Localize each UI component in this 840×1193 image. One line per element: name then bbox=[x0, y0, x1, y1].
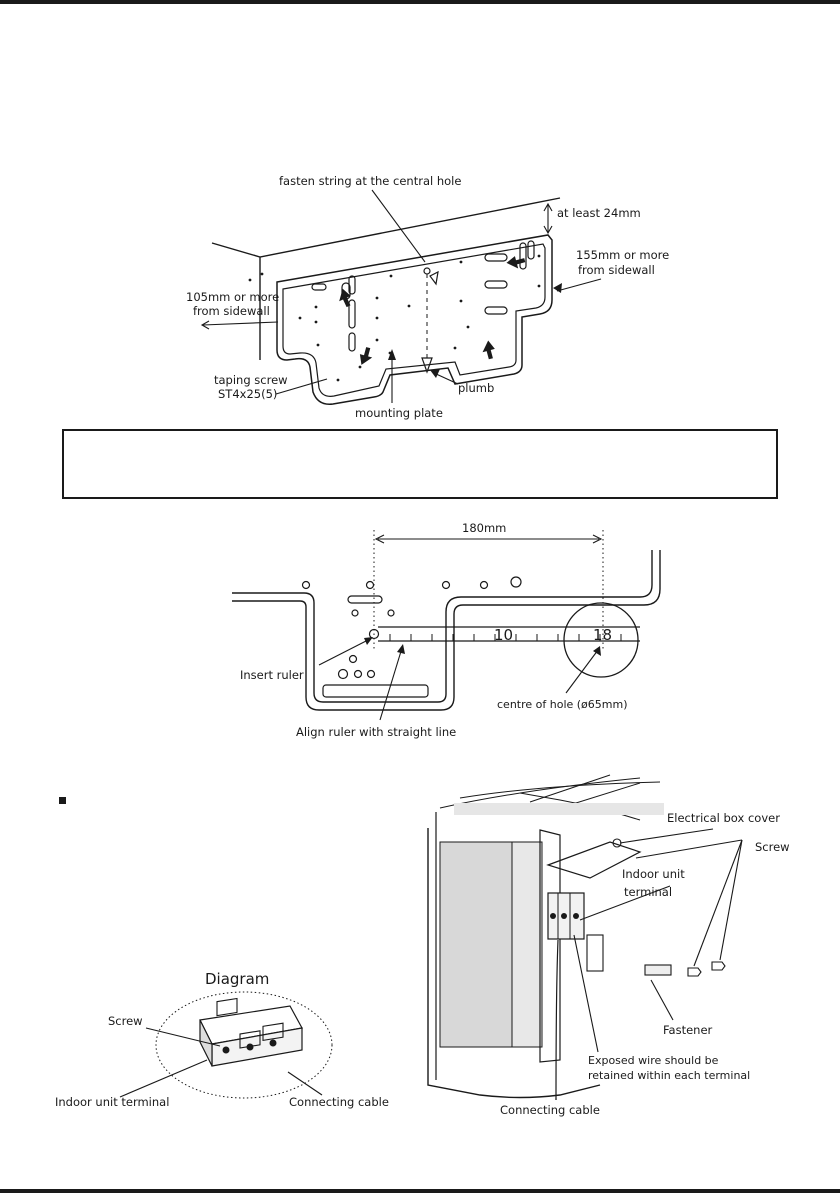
electrical-box-cover bbox=[546, 841, 642, 879]
terminal-block-detail bbox=[199, 997, 303, 1067]
terminal-block bbox=[547, 892, 585, 940]
diagram-screw-label: Screw bbox=[108, 1014, 143, 1028]
screws bbox=[612, 838, 726, 977]
diagram-title: Diagram bbox=[205, 970, 269, 988]
plate-holes bbox=[248, 254, 541, 382]
connecting-cable-label: Connecting cable bbox=[500, 1103, 600, 1117]
cable bbox=[555, 939, 559, 1101]
terminal-diagram: Diagram Screw Indoor unit terminal Conne… bbox=[55, 970, 389, 1109]
wall-outline bbox=[211, 197, 561, 360]
exposed-wire-label-2: retained within each terminal bbox=[588, 1069, 750, 1082]
section-bullet bbox=[59, 797, 66, 804]
fastener-label: Fastener bbox=[663, 1023, 713, 1037]
align-ruler-label: Align ruler with straight line bbox=[296, 725, 456, 739]
fastener bbox=[644, 964, 672, 976]
plumb-line bbox=[421, 267, 439, 374]
ruler-mark-10: 10 bbox=[494, 626, 513, 644]
ruler-mark-18: 18 bbox=[593, 626, 612, 644]
bottom-border bbox=[0, 1189, 840, 1193]
mounting-plate bbox=[276, 234, 553, 405]
mounting-plate-figure: fasten string at the central hole at lea… bbox=[186, 174, 669, 420]
plate-slots bbox=[311, 240, 535, 352]
plate-edge bbox=[232, 550, 653, 703]
ruler-figure: 180mm 10 18 bbox=[232, 521, 661, 739]
electrical-box-cover-label: Electrical box cover bbox=[667, 811, 780, 825]
ruler: 10 18 bbox=[368, 626, 640, 644]
notice-box bbox=[62, 429, 778, 499]
centre-hole-label: centre of hole (ø65mm) bbox=[497, 698, 628, 711]
screw-label: Screw bbox=[755, 840, 790, 854]
indoor-unit-figure: Electrical box cover Screw Indoor unit t… bbox=[427, 774, 790, 1117]
plate-holes bbox=[301, 576, 522, 698]
indoor-unit-body bbox=[427, 828, 601, 1099]
diagram-terminal-label: Indoor unit terminal bbox=[55, 1095, 169, 1109]
filter-mesh bbox=[439, 841, 543, 1048]
left-clearance-label-1: 105mm or more bbox=[186, 290, 279, 304]
screw-arrows bbox=[339, 256, 526, 365]
right-clearance-label-2: from sidewall bbox=[578, 263, 655, 277]
at-least-label: at least 24mm bbox=[557, 206, 641, 220]
top-border bbox=[0, 0, 840, 4]
dimension-label: 180mm bbox=[462, 521, 506, 535]
indoor-unit-terminal-label-2: terminal bbox=[624, 885, 672, 899]
diagram-ellipse bbox=[155, 991, 333, 1099]
indoor-unit-terminal-label-1: Indoor unit bbox=[622, 867, 685, 881]
fasten-string-label: fasten string at the central hole bbox=[279, 174, 461, 188]
plumb-label: plumb bbox=[458, 381, 494, 395]
right-clearance-label-1: 155mm or more bbox=[576, 248, 669, 262]
diagram-cable-label: Connecting cable bbox=[289, 1095, 389, 1109]
mounting-plate-label: mounting plate bbox=[355, 406, 443, 420]
insert-ruler-label: Insert ruler bbox=[240, 668, 304, 682]
left-clearance-label-2: from sidewall bbox=[193, 304, 270, 318]
exposed-wire-label-1: Exposed wire should be bbox=[588, 1054, 719, 1067]
hole-circle bbox=[563, 602, 639, 678]
taping-screw-label: taping screw bbox=[214, 373, 288, 387]
screw-spec-label: ST4x25(5) bbox=[218, 387, 277, 401]
